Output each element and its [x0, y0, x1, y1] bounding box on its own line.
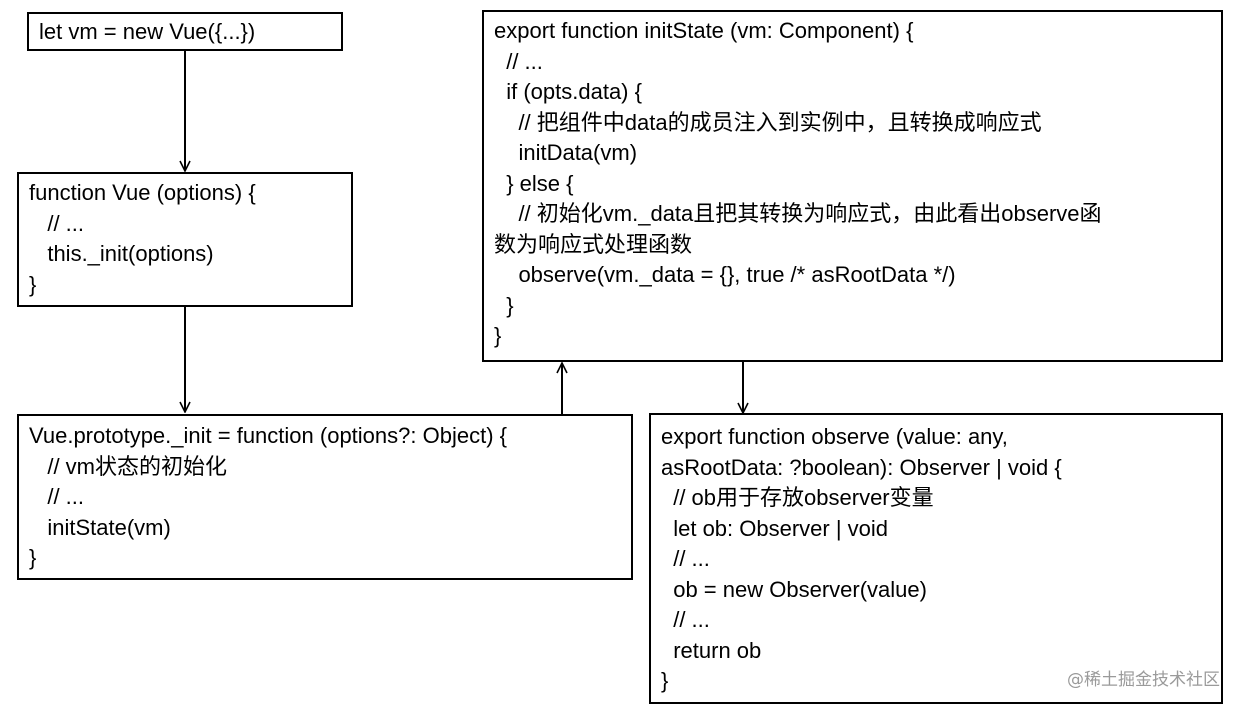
code-line: // ... [661, 607, 710, 632]
code-line: // 把组件中data的成员注入到实例中，且转换成响应式 [494, 109, 1042, 135]
code-line: ob = new Observer(value) [661, 576, 927, 602]
watermark: @稀土掘金技术社区 [1067, 670, 1220, 690]
code-line: initState(vm) [29, 514, 171, 540]
code-line: // ... [29, 210, 85, 236]
code-line: // vm状态的初始化 [29, 453, 228, 479]
code-line: // ... [661, 546, 710, 571]
code-line: // 初始化vm._data且把其转换为响应式，由此看出observe函 [494, 201, 1102, 226]
new-vue-box: let vm = new Vue({...}) [27, 12, 343, 51]
code-line: Vue.prototype._init = function (options?… [29, 423, 507, 448]
code-line: } [494, 323, 502, 348]
code-line: function Vue (options) { [29, 180, 256, 205]
code-line: export function observe (value: any, [661, 424, 1008, 449]
vue-constructor-box: function Vue (options) { // ... this._in… [17, 172, 353, 307]
code-line: let ob: Observer | void [661, 515, 889, 541]
code-line: export function initState (vm: Component… [494, 18, 914, 43]
code-line: // ... [494, 48, 543, 74]
code-line: if (opts.data) { [494, 79, 642, 104]
code-line: } [661, 668, 669, 693]
code-line: } [29, 545, 37, 570]
proto-init-box: Vue.prototype._init = function (options?… [17, 414, 633, 580]
code-line: } else { [494, 170, 574, 196]
code-line: this._init(options) [29, 241, 214, 266]
code-line: // ... [29, 484, 85, 509]
code-line: // ob用于存放observer变量 [661, 485, 934, 510]
code-line: } [29, 271, 37, 297]
code-line: initData(vm) [494, 140, 638, 165]
code-line: } [494, 292, 514, 318]
code-line: return ob [661, 637, 762, 663]
code-line: let vm = new Vue({...}) [39, 19, 256, 44]
observe-box: export function observe (value: any, asR… [649, 413, 1223, 704]
code-line: asRootData: ?boolean): Observer | void { [661, 454, 1062, 480]
code-line: observe(vm._data = {}, true /* asRootDat… [494, 262, 956, 287]
init-state-box: export function initState (vm: Component… [482, 10, 1223, 362]
code-line: 数为响应式处理函数 [494, 231, 693, 257]
